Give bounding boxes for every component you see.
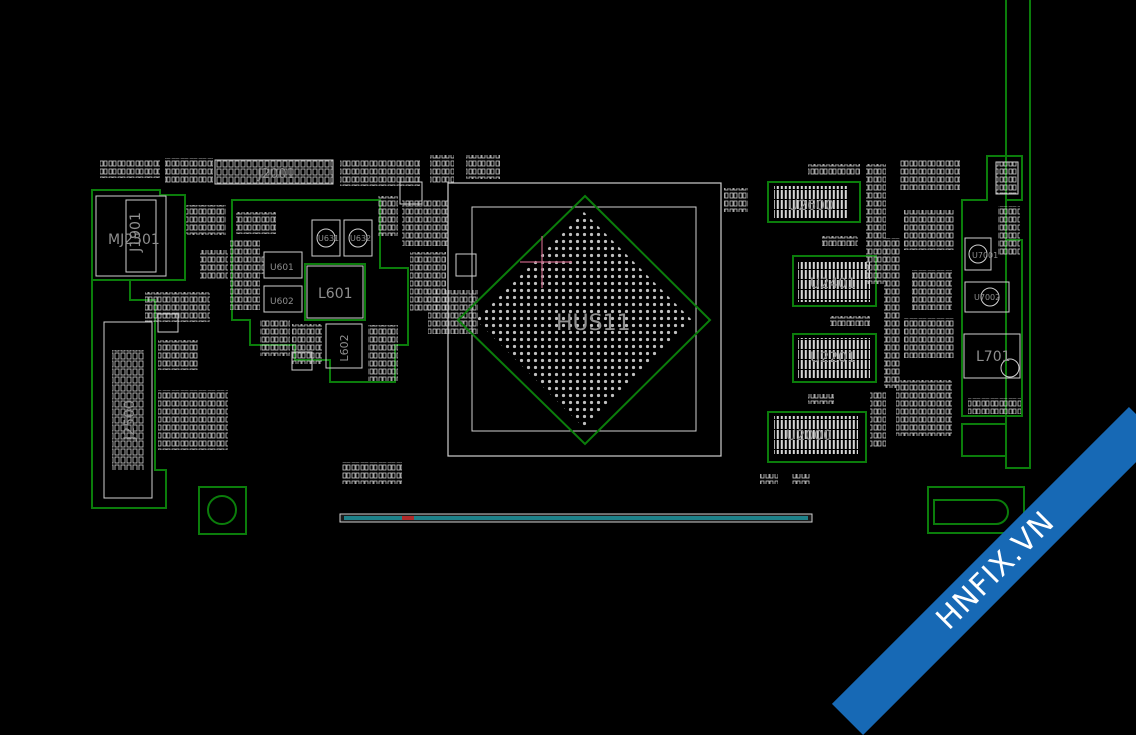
passive-cluster-right (724, 160, 1022, 484)
inductor-l701[interactable] (963, 333, 1021, 379)
label-u631: U631 (318, 234, 339, 243)
ic-u631[interactable] (311, 219, 341, 257)
ic-u632[interactable] (343, 219, 373, 257)
soc-hus11[interactable] (447, 182, 722, 457)
pcb-boardview[interactable]: J1901 MJ2501 J2500 J2001 L601 U601 U602 … (0, 0, 1136, 663)
connector-top-right (995, 161, 1020, 256)
label-u2201: U2201 (810, 350, 856, 366)
label-u7002: U7002 (974, 293, 1000, 302)
label-u601: U601 (270, 263, 294, 273)
connector-j2500[interactable] (91, 279, 167, 509)
crosshair-cursor (520, 236, 572, 288)
ic-u601[interactable] (260, 251, 303, 279)
ic-u602[interactable] (263, 285, 303, 313)
inductor-l601[interactable] (306, 265, 364, 319)
label-mj2501: MJ2501 (108, 232, 160, 248)
connector-j2001[interactable] (214, 159, 334, 185)
label-j2500: J2500 (122, 400, 138, 441)
edge-connector-bottom[interactable] (339, 513, 813, 523)
memory-u2401[interactable] (792, 255, 877, 307)
label-l601: L601 (318, 286, 353, 302)
inductor-l602[interactable] (325, 323, 363, 369)
memory-u2201[interactable] (792, 333, 877, 383)
ic-u7001[interactable] (964, 237, 992, 271)
label-l701: L701 (976, 349, 1011, 365)
ic-square-small (157, 181, 477, 371)
passive-cluster-left (100, 155, 500, 484)
label-u2600: U2600 (788, 198, 834, 214)
label-u632: U632 (350, 234, 371, 243)
label-l602: L602 (338, 334, 351, 361)
label-hus11: HUS11 (556, 311, 631, 336)
label-u7001: U7001 (972, 251, 998, 260)
module-right (961, 155, 1023, 457)
label-u2000: U2000 (786, 428, 832, 444)
label-j2001: J2001 (257, 167, 295, 182)
label-u602: U602 (270, 297, 294, 307)
memory-u2600[interactable] (767, 181, 861, 223)
mounting-hole-left (198, 486, 247, 535)
label-j1901: J1901 (128, 212, 144, 253)
memory-u2000[interactable] (767, 411, 867, 463)
ic-u7002[interactable] (964, 281, 1010, 313)
power-section (231, 199, 409, 383)
label-u2401: U2401 (810, 276, 856, 292)
